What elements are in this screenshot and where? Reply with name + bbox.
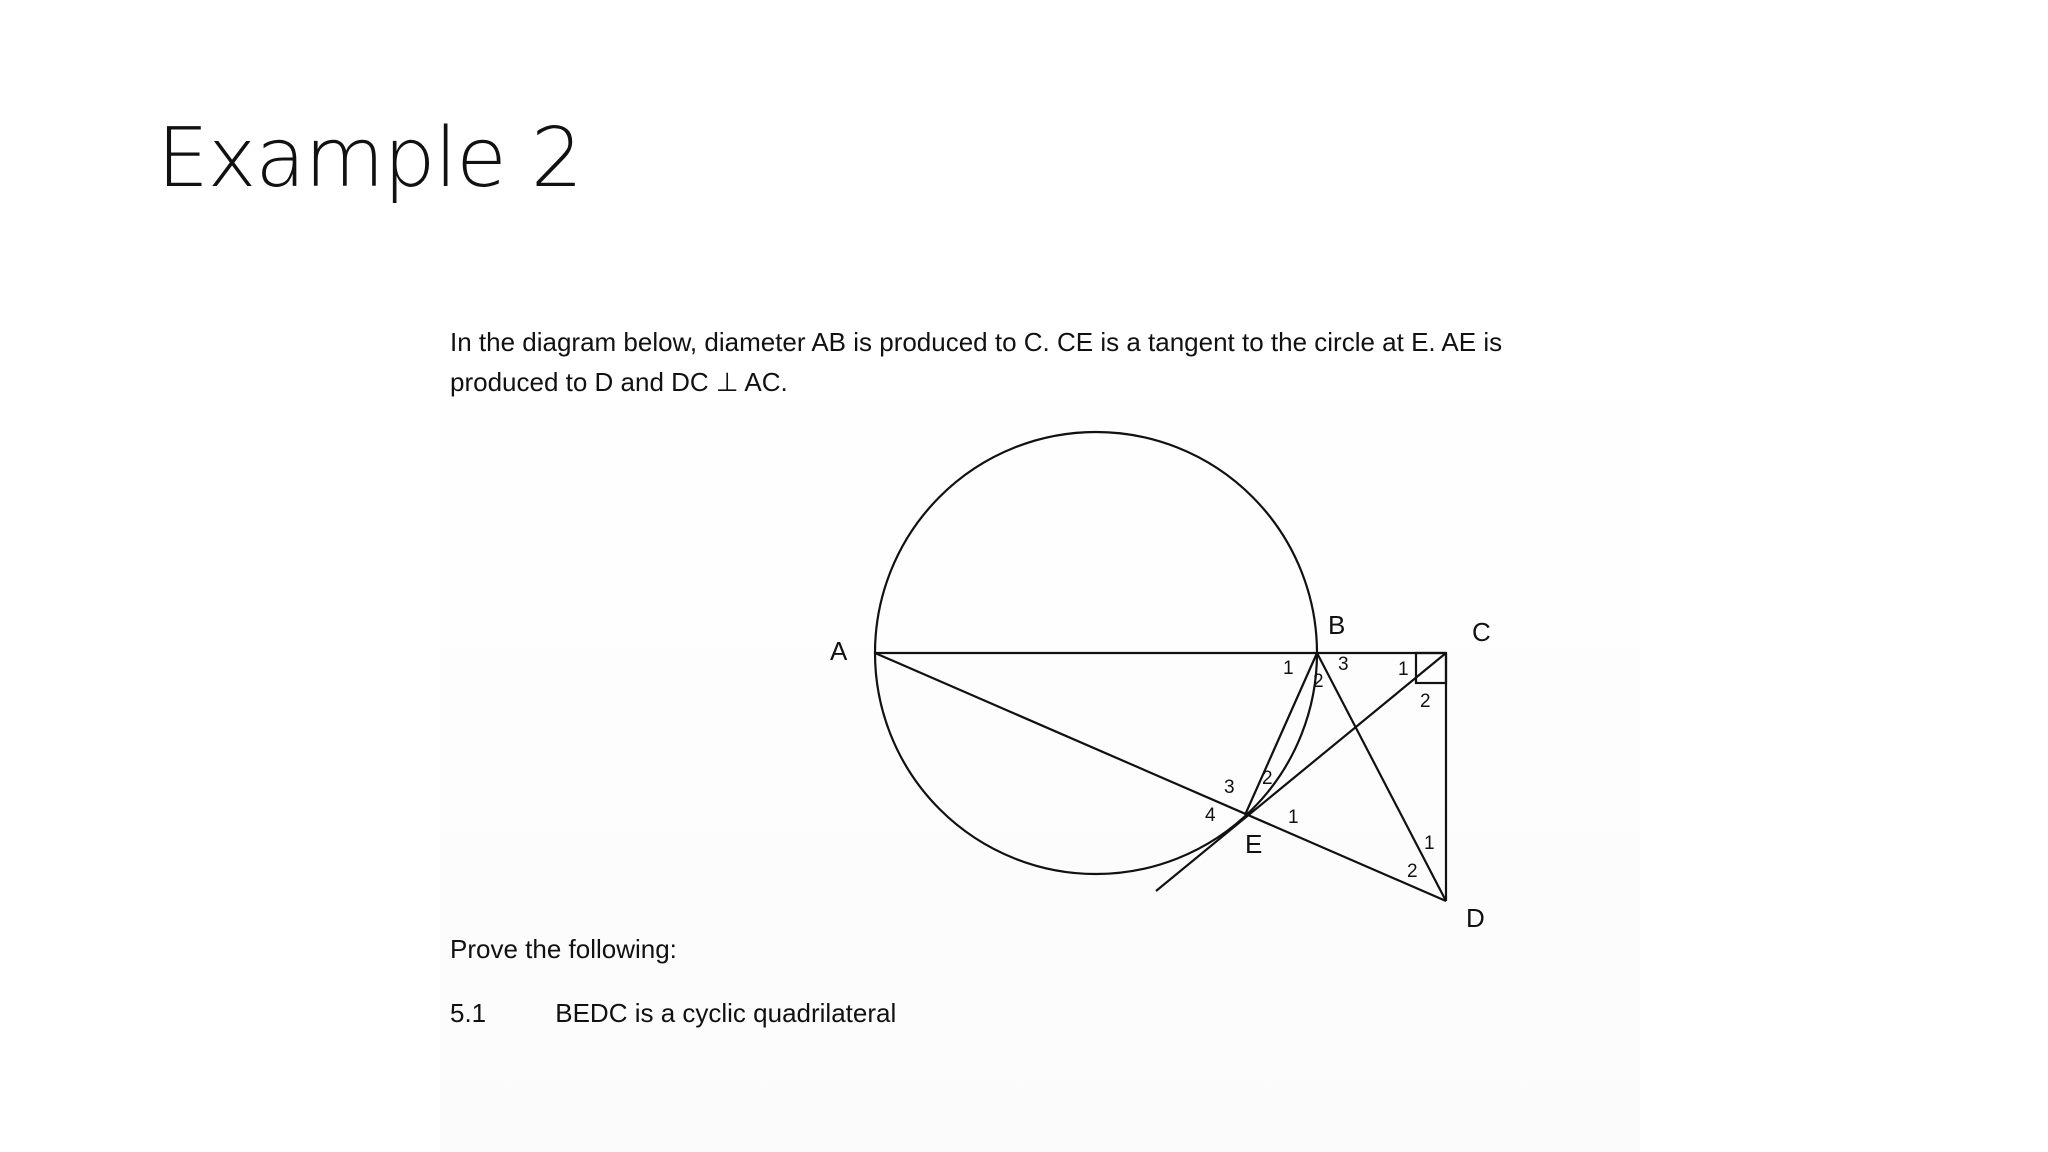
problem-image <box>440 310 1640 1152</box>
angle-label-C2: 2 <box>1420 691 1431 712</box>
angle-label-B1: 1 <box>1283 658 1294 679</box>
right-angle-marker <box>1414 651 1448 685</box>
point-label-B: B <box>1328 610 1345 640</box>
angle-label-B2: 2 <box>1313 671 1324 692</box>
line-BE <box>1243 652 1319 816</box>
slide-title: Example 2 <box>157 111 583 206</box>
tangent-line-CE <box>1155 652 1447 892</box>
angle-label-D1: 1 <box>1424 833 1435 854</box>
line-AD <box>874 651 1447 903</box>
problem-statement: In the diagram below, diameter AB is pro… <box>450 322 1610 402</box>
angle-label-E2: 2 <box>1262 768 1273 789</box>
question-text: BEDC is a cyclic quadrilateral <box>555 998 897 1028</box>
point-label-C: C <box>1472 617 1491 647</box>
angle-label-E1: 1 <box>1288 807 1299 828</box>
problem-text-line-2: produced to D and DC ⊥ AC. <box>450 367 788 397</box>
question-item: 5.1 BEDC is a cyclic quadrilateral <box>450 998 896 1029</box>
problem-text-line-1: In the diagram below, diameter AB is pro… <box>450 327 1503 357</box>
angle-label-C1: 1 <box>1398 659 1409 680</box>
line-BD <box>1316 652 1447 902</box>
angle-label-D2: 2 <box>1407 861 1418 882</box>
point-label-A: A <box>830 636 848 666</box>
angle-label-E3: 3 <box>1224 777 1235 798</box>
point-label-D: D <box>1466 903 1485 933</box>
angle-label-E4: 4 <box>1205 805 1216 826</box>
question-number: 5.1 <box>450 998 487 1028</box>
prove-heading: Prove the following: <box>450 934 677 964</box>
angle-label-B3: 3 <box>1338 654 1349 675</box>
point-label-E: E <box>1245 829 1262 859</box>
